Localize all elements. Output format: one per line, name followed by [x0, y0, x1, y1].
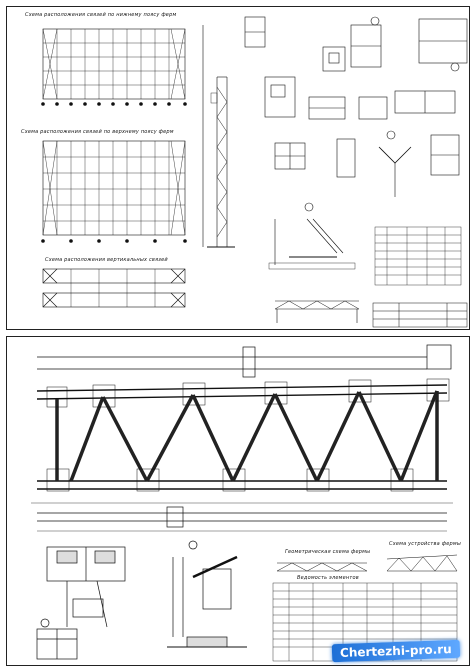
- support-detail: [268, 202, 356, 270]
- lower-bracing-plan: [41, 28, 187, 106]
- bottom-chord-plan: [37, 506, 447, 532]
- caption-truss-geometry: Геометрическая схема фермы: [285, 549, 371, 555]
- vertical-bracing-elevation: [42, 268, 186, 308]
- spec-table-1: [374, 226, 462, 286]
- sheet2-drawing: [31, 344, 458, 662]
- column-elevation: [202, 25, 235, 248]
- caption-upper-bracing: Схема расположения связей по верхнему по…: [21, 129, 174, 135]
- top-chord-plan: [37, 344, 452, 378]
- main-truss-elevation: [31, 378, 453, 504]
- node-details-top: [244, 16, 468, 197]
- small-truss-elevation: [274, 300, 360, 323]
- truss-geometry-scheme: [276, 562, 368, 572]
- drawing-sheet-1: Схема расположения связей по нижнему поя…: [6, 6, 470, 330]
- caption-lower-bracing: Схема расположения связей по нижнему поя…: [25, 12, 177, 18]
- truss-scheme-right: [386, 554, 458, 572]
- title-block-1: [372, 302, 468, 328]
- caption-vertical-bracing: Схема расположения вертикальных связей: [45, 257, 168, 263]
- spec-table-2: [272, 582, 458, 662]
- node-detail-left: [36, 546, 126, 660]
- caption-spec-table: Ведомость элементов: [297, 575, 359, 581]
- drawing-sheet-2: Геометрическая схема фермы Схема устройс…: [6, 336, 470, 666]
- upper-bracing-plan: [41, 140, 187, 243]
- sheet1-drawing: [41, 16, 468, 328]
- support-node-detail: [167, 540, 247, 648]
- caption-truss-scheme: Схема устройства фермы: [389, 541, 461, 547]
